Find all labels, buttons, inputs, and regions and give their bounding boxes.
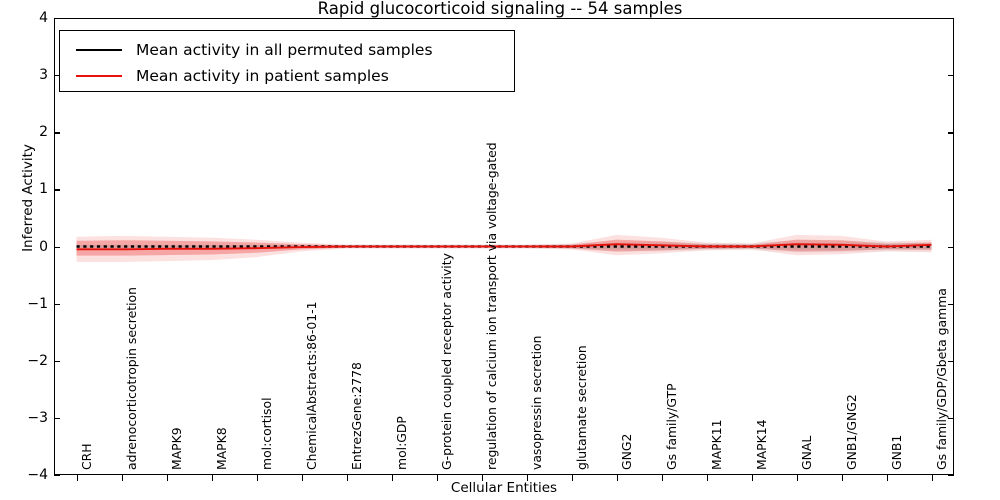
y-tick-mark	[948, 246, 954, 248]
x-tick-mark	[76, 475, 78, 481]
y-tick-label: 1	[39, 181, 48, 198]
x-tick-mark	[841, 475, 843, 481]
x-tick-label-15: MAPK14	[754, 419, 769, 470]
x-tick-label-4: mol:cortisol	[259, 397, 274, 470]
x-tick-label-2: MAPK9	[169, 427, 184, 470]
x-tick-label-5: ChemicalAbstracts:86-01-1	[304, 301, 319, 471]
x-tick-label-18: GNB1	[889, 434, 904, 470]
x-tick-label-17: GNB1/GNG2	[844, 394, 859, 470]
x-tick-mark	[301, 475, 303, 481]
x-tick-label-16: GNAL	[799, 435, 814, 470]
x-tick-mark	[706, 475, 708, 481]
x-tick-mark	[661, 475, 663, 481]
y-tick-label: 2	[39, 124, 48, 141]
y-tick-label: −4	[27, 467, 48, 483]
x-tick-mark	[346, 475, 348, 481]
x-tick-mark	[526, 475, 528, 481]
x-axis-label: Cellular Entities	[450, 480, 558, 496]
x-tick-mark	[886, 475, 888, 481]
x-tick-label-1: adrenocorticotropin secretion	[124, 287, 139, 470]
x-tick-mark	[796, 475, 798, 481]
x-tick-label-14: MAPK11	[709, 419, 724, 470]
y-tick-mark	[54, 246, 60, 248]
x-tick-label-13: Gs family/GTP	[664, 383, 679, 470]
x-tick-label-9: regulation of calcium ion transport via …	[484, 142, 499, 470]
x-tick-label-10: vasopressin secretion	[529, 335, 544, 471]
legend-label-patient: Mean activity in patient samples	[136, 67, 389, 85]
x-tick-mark	[616, 475, 618, 481]
y-tick-mark	[54, 360, 60, 363]
y-tick-label: 4	[39, 10, 48, 26]
y-tick-label: −1	[27, 295, 48, 312]
x-tick-mark	[931, 475, 933, 481]
x-tick-mark	[391, 475, 393, 481]
y-tick-mark	[948, 75, 954, 77]
chart-title: Rapid glucocorticoid signaling -- 54 sam…	[317, 0, 683, 18]
y-tick-mark	[54, 417, 60, 420]
x-tick-label-19: Gs family/GDP/Gbeta gamma	[934, 288, 949, 470]
y-tick-mark	[54, 75, 60, 77]
y-tick-mark	[948, 132, 954, 134]
chart-legend: Mean activity in all permuted samples Me…	[59, 30, 515, 92]
y-tick-mark	[54, 475, 60, 477]
y-tick-mark	[54, 189, 60, 191]
x-tick-label-6: EntrezGene:2778	[349, 362, 364, 470]
y-tick-mark	[948, 475, 954, 477]
y-tick-label: 0	[39, 238, 48, 255]
y-tick-label: −3	[27, 409, 48, 426]
y-axis-label: Inferred Activity	[20, 144, 36, 252]
x-tick-label-3: MAPK8	[214, 427, 229, 470]
y-tick-mark	[54, 132, 60, 134]
y-tick-mark	[948, 18, 954, 20]
legend-swatch-permuted	[76, 49, 122, 51]
x-tick-label-8: G-protein coupled receptor activity	[439, 253, 454, 470]
y-tick-mark	[948, 303, 954, 305]
x-tick-mark	[121, 475, 123, 481]
series-layer	[54, 18, 954, 475]
y-tick-label: 3	[39, 67, 48, 84]
x-tick-mark	[571, 475, 573, 481]
series-svg	[76, 243, 932, 251]
y-tick-mark	[948, 360, 954, 363]
x-tick-mark	[751, 475, 753, 481]
y-tick-mark	[948, 189, 954, 191]
y-tick-mark	[54, 303, 60, 305]
x-tick-mark	[481, 475, 483, 481]
x-tick-mark	[256, 475, 258, 481]
y-tick-label: −2	[27, 352, 48, 369]
x-tick-mark	[436, 475, 438, 481]
x-tick-mark	[166, 475, 168, 481]
legend-swatch-patient	[76, 75, 122, 77]
x-tick-label-12: GNG2	[619, 433, 634, 470]
x-tick-label-0: CRH	[79, 443, 94, 470]
legend-label-permuted: Mean activity in all permuted samples	[136, 41, 433, 59]
x-tick-label-7: mol:GDP	[394, 416, 409, 470]
legend-entry: Mean activity in all permuted samples	[68, 37, 514, 63]
legend-entry: Mean activity in patient samples	[68, 63, 514, 89]
x-tick-label-11: glutamate secretion	[574, 345, 589, 470]
y-tick-mark	[54, 18, 60, 20]
y-tick-mark	[948, 417, 954, 420]
series-line-patient	[76, 243, 932, 251]
x-tick-mark	[211, 475, 213, 481]
